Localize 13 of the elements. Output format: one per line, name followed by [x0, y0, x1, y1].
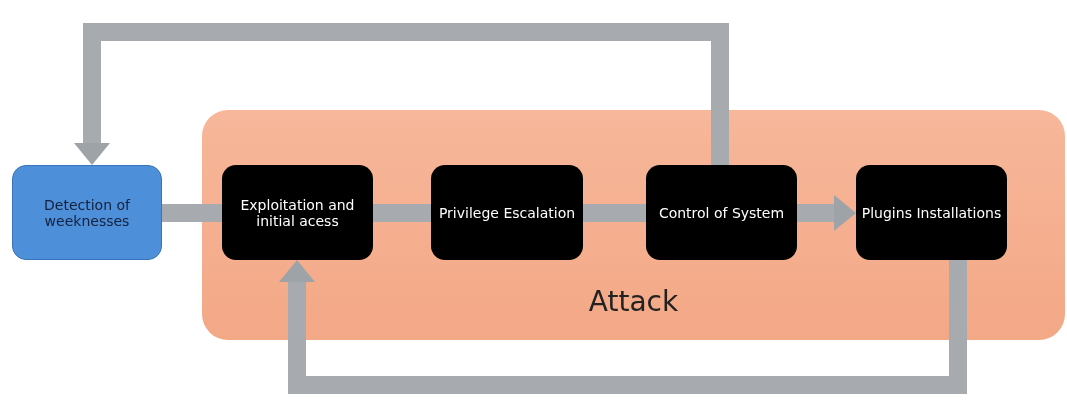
process-box: Detection of weeknesses: [12, 165, 162, 260]
process-box: Plugins Installations: [856, 165, 1007, 260]
connector-bar: [583, 204, 646, 222]
process-box: Exploitation and initial acess: [222, 165, 373, 260]
process-box: Privilege Escalation: [431, 165, 583, 260]
process-box: Control of System: [646, 165, 797, 260]
connector-bar: [162, 204, 222, 222]
panel-title: Attack: [588, 285, 679, 318]
arrow: [74, 23, 729, 165]
connector-bar: [373, 204, 431, 222]
arrow: [279, 260, 967, 394]
arrow: [797, 195, 856, 231]
stage-panel: [202, 110, 1065, 340]
